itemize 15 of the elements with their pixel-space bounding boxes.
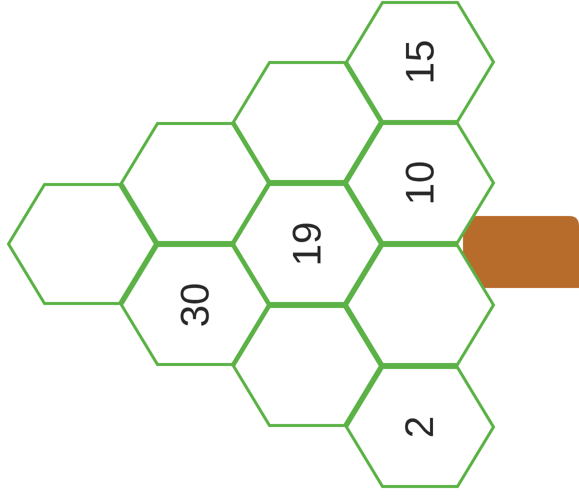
hexagon <box>120 122 270 244</box>
hexagon <box>232 61 382 183</box>
hexagon <box>120 244 270 366</box>
hexagon <box>345 244 495 366</box>
hexagon <box>345 1 495 123</box>
number-label: 19 <box>287 222 327 266</box>
number-label: 30 <box>175 282 215 328</box>
number-label: 2 <box>400 416 440 438</box>
hexagon <box>345 366 495 488</box>
hexagon <box>345 122 495 244</box>
hexagon <box>232 305 382 427</box>
number-label: 15 <box>400 40 440 84</box>
hexagon <box>7 183 157 305</box>
number-label: 10 <box>400 160 440 206</box>
hexagon <box>232 183 382 305</box>
